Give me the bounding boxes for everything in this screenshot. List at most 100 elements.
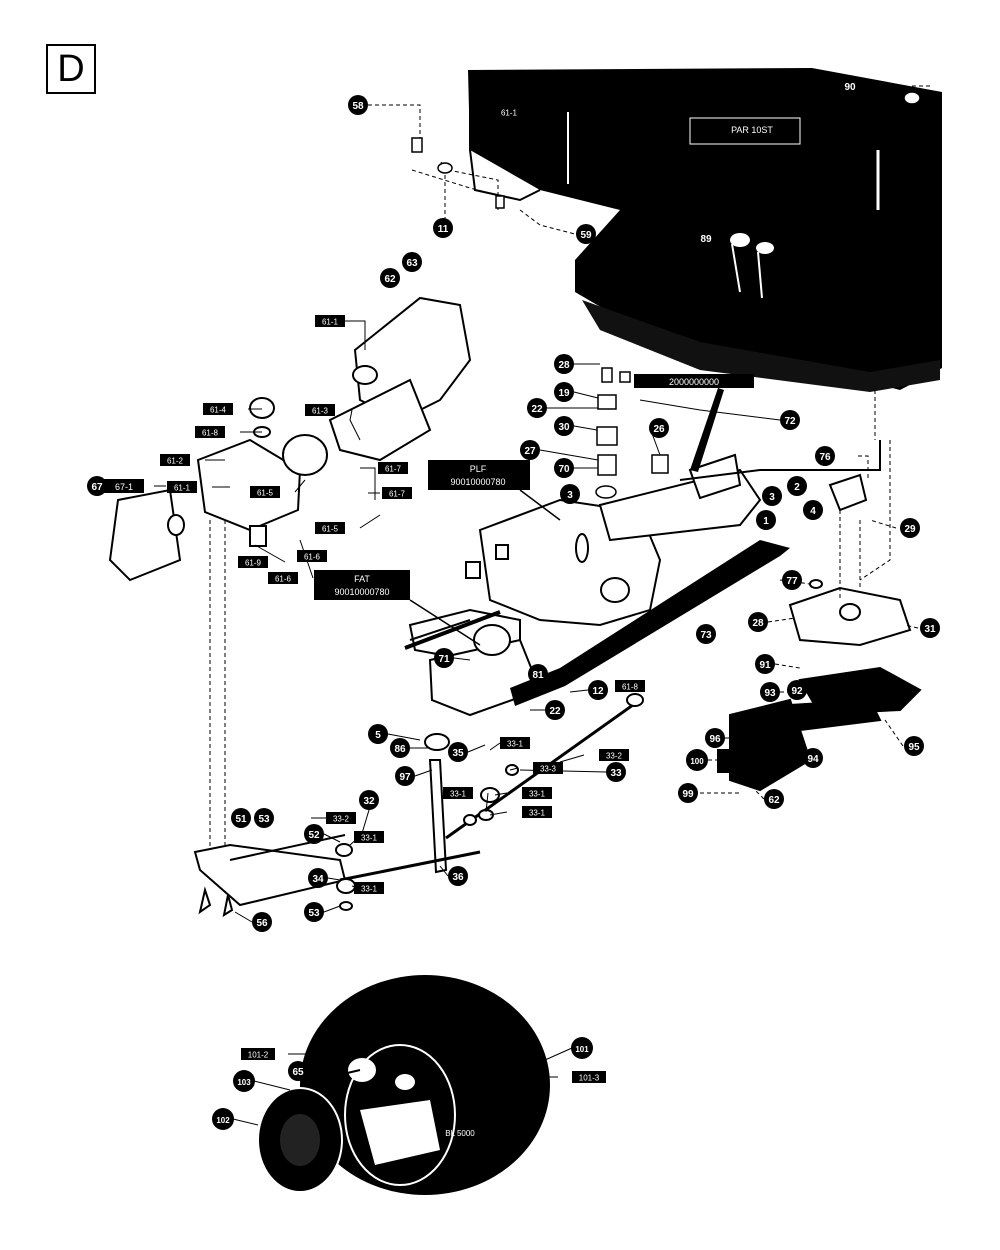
- part-tag-61-1: 61-1: [494, 106, 524, 118]
- gear-label-line2: 90010000780: [334, 587, 389, 597]
- part-tag-label: 33-1: [361, 834, 378, 843]
- callout-number: 3: [567, 490, 573, 501]
- callout-number: 1: [763, 516, 769, 527]
- callout-number: 77: [786, 576, 798, 587]
- callout-11: 11: [433, 218, 453, 238]
- callout-28: 28: [554, 354, 574, 374]
- part-tag-61-1: 61-1: [315, 315, 345, 327]
- callout-number: 62: [768, 795, 780, 806]
- callout-94: 94: [803, 748, 823, 768]
- callout-102: 102: [212, 1108, 234, 1130]
- callout-33: 33: [606, 762, 626, 782]
- callout-number: 99: [682, 789, 694, 800]
- callout-number: 96: [709, 734, 721, 745]
- callout-number: 22: [549, 706, 561, 717]
- callout-28: 28: [748, 612, 768, 632]
- gear-label-box: FAT 90010000780: [314, 570, 481, 646]
- part-tag-label: 61-8: [202, 429, 219, 438]
- part-tag-label: 33-3: [540, 765, 557, 774]
- steering-bracket: [108, 296, 472, 582]
- callout-number: 65: [292, 1067, 304, 1078]
- callout-number: 71: [438, 654, 450, 665]
- callout-number: 29: [904, 524, 916, 535]
- part-tag-33-1: 33-1: [522, 806, 552, 818]
- ref-label-box: 2000000000: [634, 374, 754, 388]
- callout-number: 4: [810, 506, 816, 517]
- callout-number: 72: [784, 416, 796, 427]
- callout-59: 59: [576, 224, 596, 244]
- callout-62: 62: [764, 789, 784, 809]
- callout-number: 59: [580, 230, 592, 241]
- callout-number: 70: [558, 464, 570, 475]
- wheel-assembly: [257, 975, 550, 1195]
- callout-97: 97: [395, 766, 415, 786]
- part-tag-61-5: 61-5: [315, 522, 345, 534]
- callout-12: 12: [588, 680, 608, 700]
- callout-number: 81: [532, 670, 544, 681]
- callout-26: 26: [649, 418, 669, 438]
- callout-51: 51: [231, 808, 251, 828]
- callout-number: 36: [452, 872, 464, 883]
- part-tag-label: 61-5: [322, 525, 339, 534]
- callout-35: 35: [448, 742, 468, 762]
- part-tag-label: 61-3: [312, 407, 329, 416]
- callout-number: 90: [844, 82, 856, 93]
- part-tag-61-6: 61-6: [268, 572, 298, 584]
- callout-22: 22: [527, 398, 547, 418]
- drive-belt: [510, 540, 790, 706]
- callout-1: 1: [756, 510, 776, 530]
- callout-number: 52: [308, 830, 320, 841]
- callout-93: 93: [760, 682, 780, 702]
- callout-71: 71: [434, 648, 454, 668]
- part-tag-label: 101-2: [248, 1051, 269, 1060]
- callout-number: 73: [700, 630, 712, 641]
- part-tag-61-2: 61-2: [160, 454, 190, 466]
- callout-36: 36: [448, 866, 468, 886]
- part-tag-label: 61-5: [257, 489, 274, 498]
- callout-number: 92: [791, 686, 803, 697]
- belt-tensioner-line: [690, 388, 724, 472]
- part-tag-61-7: 61-7: [382, 487, 412, 499]
- callout-number: 56: [256, 918, 268, 929]
- callout-number: 19: [558, 388, 570, 399]
- ref-label: 2000000000: [669, 377, 719, 387]
- callout-number: 35: [452, 748, 464, 759]
- callout-number: 58: [352, 101, 364, 112]
- part-tag-label: 33-2: [606, 752, 623, 761]
- callout-5: 5: [368, 724, 388, 744]
- callout-29: 29: [900, 518, 920, 538]
- callout-number: 93: [764, 688, 776, 699]
- callout-number: 53: [308, 908, 320, 919]
- part-tag-33-1: 33-1: [522, 787, 552, 799]
- part-tag-label: 61-1: [501, 109, 518, 118]
- callout-32: 32: [359, 790, 379, 810]
- part-tag-label: 33-1: [529, 809, 546, 818]
- callout-number: 33: [610, 768, 622, 779]
- axle-rod: [404, 610, 501, 650]
- callout-56: 56: [252, 912, 272, 932]
- callout-number: 94: [807, 754, 819, 765]
- part-tag-label: 61-7: [385, 465, 402, 474]
- part-tag-33-1: 33-1: [500, 737, 530, 749]
- callout-number: 103: [237, 1078, 251, 1087]
- callout-22: 22: [545, 700, 565, 720]
- callout-number: 102: [216, 1116, 230, 1125]
- part-tag-61-6: 61-6: [297, 550, 327, 562]
- callout-62: 62: [380, 268, 400, 288]
- part-tag-label: 61-2: [167, 457, 184, 466]
- callout-number: 28: [558, 360, 570, 371]
- part-tag-61-5: 61-5: [250, 486, 280, 498]
- part-tag-61-8: 61-8: [195, 426, 225, 438]
- deck-bolts: [411, 91, 921, 209]
- part-tag-33-1: 33-1: [354, 882, 384, 894]
- part-tag-label: 61-1: [174, 484, 191, 493]
- callout-31: 31: [920, 618, 940, 638]
- callout-number: 67: [91, 482, 103, 493]
- part-tag-33-3: 33-3: [533, 762, 563, 774]
- part-tag-61-9: 61-9: [238, 556, 268, 568]
- callout-number: 26: [653, 424, 665, 435]
- callout-53: 53: [254, 808, 274, 828]
- callout-53: 53: [304, 902, 324, 922]
